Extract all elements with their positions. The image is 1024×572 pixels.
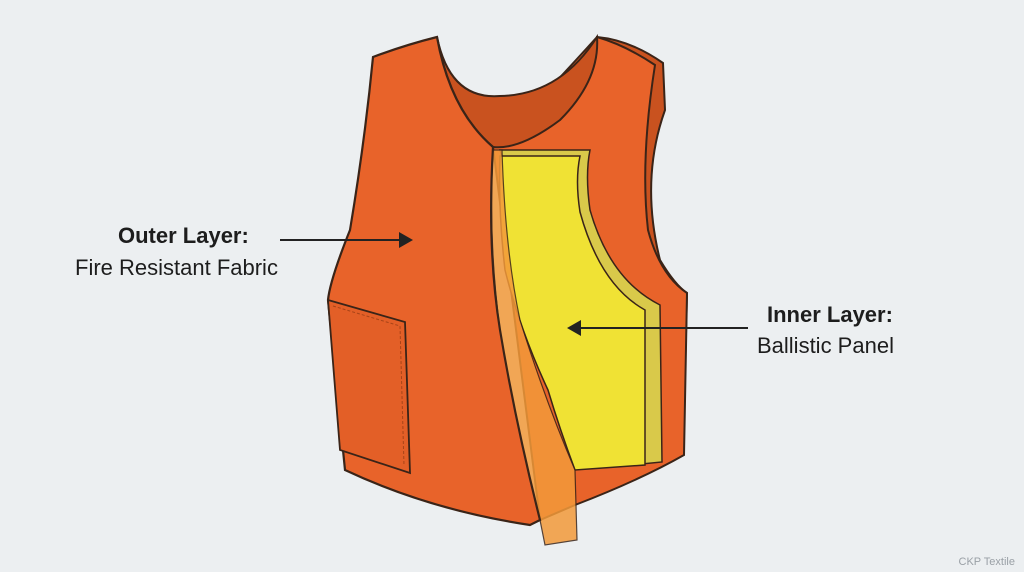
outer-layer-title: Outer Layer: xyxy=(118,223,249,248)
watermark: CKP Textile xyxy=(958,556,1015,568)
outer-layer-description: Fire Resistant Fabric xyxy=(75,255,278,280)
vest-pocket xyxy=(326,298,411,475)
inner-layer-description: Ballistic Panel xyxy=(757,333,894,358)
inner-layer-title: Inner Layer: xyxy=(767,302,893,327)
inner-layer-arrow xyxy=(567,320,748,336)
outer-layer-arrow xyxy=(280,232,413,248)
